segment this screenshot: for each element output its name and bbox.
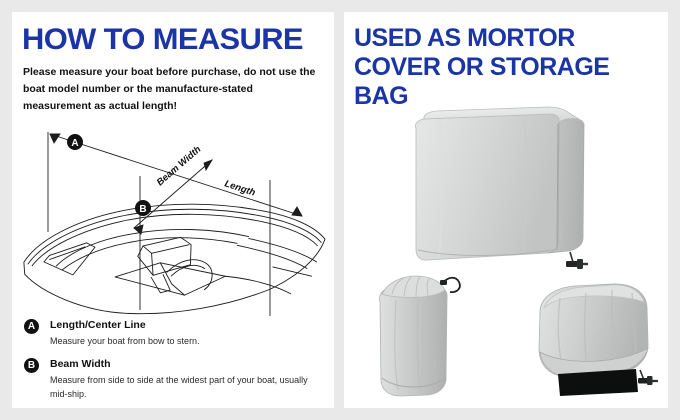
svg-text:A: A <box>71 138 78 149</box>
diagram-marker-b: B <box>135 200 151 216</box>
intro-paragraph: Please measure your boat before purchase… <box>23 66 316 112</box>
svg-text:B: B <box>139 204 146 215</box>
buckle-clip-icon <box>566 251 588 269</box>
product-photo-group <box>344 90 668 408</box>
measurement-legend: A Length/Center Line Measure your boat f… <box>24 318 324 408</box>
product-usage-panel: USED AS MORTOR COVER OR STORAGE BAG <box>344 12 668 408</box>
legend-item: B Beam Width Measure from side to side a… <box>24 357 324 401</box>
cord-toggle-icon <box>440 276 461 294</box>
legend-badge-a: A <box>24 319 39 334</box>
product-panel-title: USED AS MORTOR COVER OR STORAGE BAG <box>354 24 610 110</box>
legend-badge-b: B <box>24 358 39 373</box>
legend-item: A Length/Center Line Measure your boat f… <box>24 318 324 348</box>
legend-title: Length/Center Line <box>50 319 146 331</box>
diagram-marker-a: A <box>67 134 83 150</box>
legend-description: Measure your boat from bow to stern. <box>50 336 200 346</box>
boat-measurement-diagram: Beam Width Length A B <box>12 120 334 320</box>
page-title: HOW TO MEASURE <box>22 23 304 56</box>
buckle-clip-icon <box>638 369 658 385</box>
legend-description: Measure from side to side at the widest … <box>50 375 308 399</box>
small-motor-cover-image <box>538 283 658 396</box>
how-to-measure-panel: HOW TO MEASURE Please measure your boat … <box>12 12 334 408</box>
legend-title: Beam Width <box>50 358 111 370</box>
large-motor-cover-image <box>415 106 588 269</box>
drawstring-storage-bag-image <box>379 275 461 397</box>
